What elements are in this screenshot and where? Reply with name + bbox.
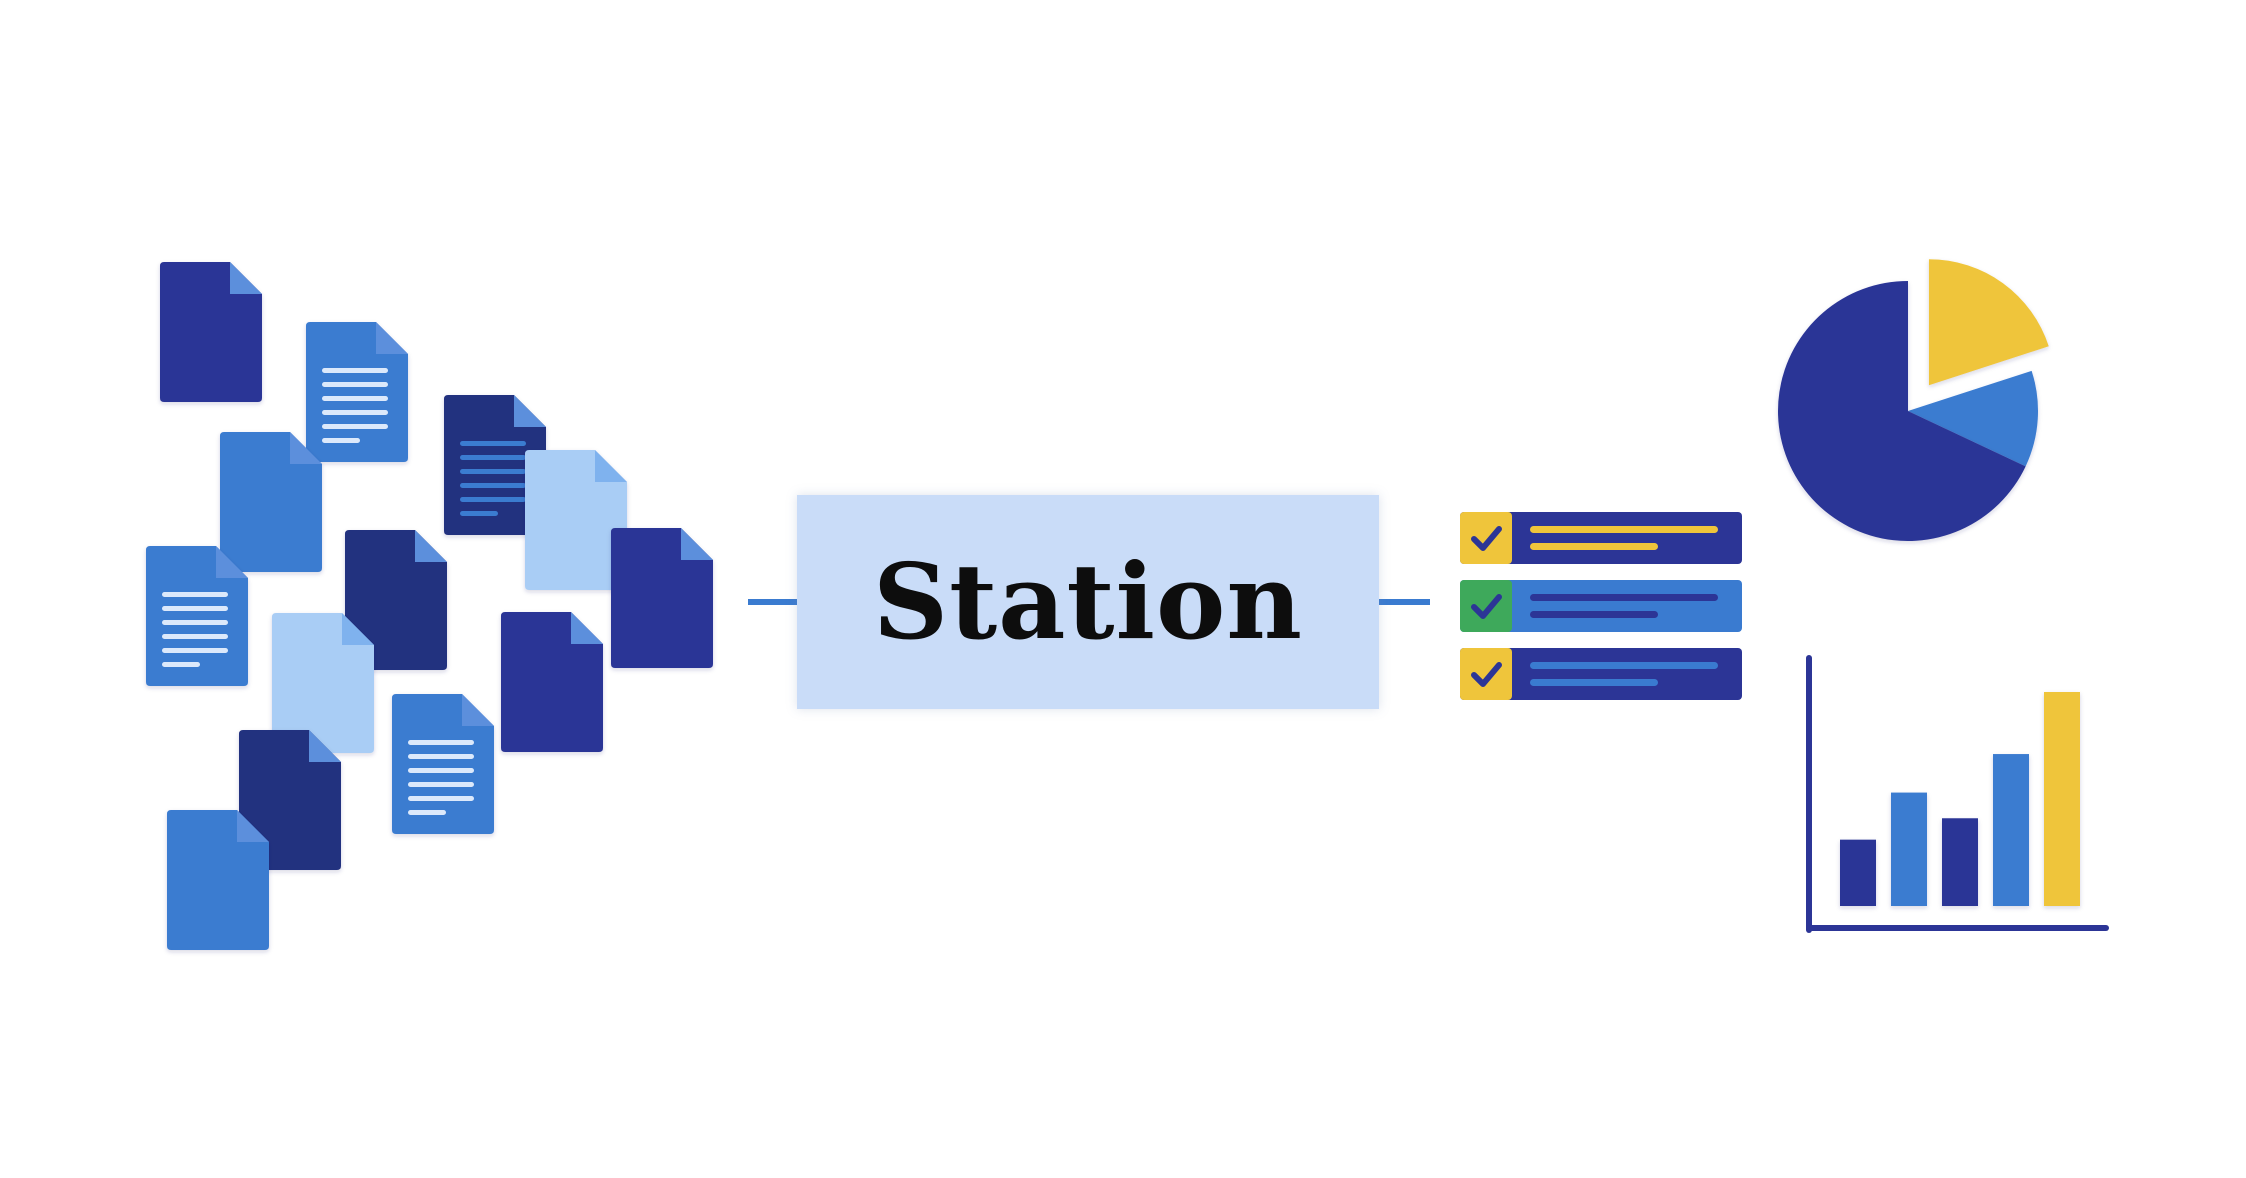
station-box: Station <box>797 495 1379 709</box>
station-label: Station <box>872 540 1304 663</box>
document-text-line <box>460 441 526 446</box>
document-fold <box>342 613 374 645</box>
document-icon <box>167 810 269 950</box>
pie-slice <box>1908 370 2038 467</box>
document-body <box>345 530 447 670</box>
document-icon <box>345 530 447 670</box>
bar <box>2044 692 2080 906</box>
checklist-status-box <box>1460 512 1512 564</box>
document-text-line <box>460 455 526 460</box>
document-text-line <box>162 662 200 667</box>
document-fold <box>462 694 494 726</box>
pie-slice <box>1778 281 2026 542</box>
bar <box>1891 792 1927 906</box>
document-text-line <box>408 810 446 815</box>
document-icon <box>501 612 603 752</box>
document-text-line <box>408 782 474 787</box>
checklist-bar <box>1460 580 1742 632</box>
document-text-line <box>322 424 388 429</box>
checklist-bar <box>1460 648 1742 700</box>
checklist-item <box>1460 648 1742 700</box>
document-text-line <box>162 620 228 625</box>
checklist-line <box>1530 543 1658 550</box>
checklist-line <box>1530 594 1718 601</box>
document-fold <box>514 395 546 427</box>
document-body <box>239 730 341 870</box>
checklist-line <box>1530 611 1658 618</box>
document-fold <box>376 322 408 354</box>
document-fold <box>237 810 269 842</box>
document-icon <box>525 450 627 590</box>
document-icon <box>272 613 374 753</box>
document-icon <box>146 546 248 686</box>
checklist-status-box <box>1460 580 1512 632</box>
document-text-line <box>408 754 474 759</box>
document-text-line <box>460 469 526 474</box>
document-text-line <box>322 368 388 373</box>
document-text-line <box>162 592 228 597</box>
document-body <box>220 432 322 572</box>
document-icon <box>239 730 341 870</box>
document-body <box>272 613 374 753</box>
checklist-output <box>1460 512 1742 700</box>
document-text-line <box>408 796 474 801</box>
document-fold <box>230 262 262 294</box>
document-text-line <box>460 483 526 488</box>
document-fold <box>571 612 603 644</box>
document-text-line <box>460 511 498 516</box>
document-icon <box>392 694 494 834</box>
document-text-line <box>322 396 388 401</box>
pie-slice <box>1928 259 2049 386</box>
checklist-item <box>1460 580 1742 632</box>
document-text-line <box>162 606 228 611</box>
document-fold <box>415 530 447 562</box>
document-fold <box>595 450 627 482</box>
bar-chart <box>1806 655 2109 933</box>
input-documents <box>146 262 713 950</box>
document-body <box>160 262 262 402</box>
check-icon <box>1471 662 1502 687</box>
bar <box>1840 839 1876 906</box>
document-text-line <box>408 768 474 773</box>
document-fold <box>216 546 248 578</box>
document-text-line <box>162 634 228 639</box>
document-body <box>525 450 627 590</box>
document-icon <box>306 322 408 462</box>
document-icon <box>220 432 322 572</box>
document-fold <box>309 730 341 762</box>
document-text-line <box>322 438 360 443</box>
document-text-line <box>408 740 474 745</box>
document-text-line <box>322 382 388 387</box>
document-icon <box>160 262 262 402</box>
bar <box>1942 818 1978 906</box>
document-fold <box>681 528 713 560</box>
checklist-status-box <box>1460 648 1512 700</box>
bar <box>1993 754 2029 906</box>
checklist-line <box>1530 679 1658 686</box>
checklist-line <box>1530 526 1718 533</box>
checklist-bar <box>1460 512 1742 564</box>
document-body <box>611 528 713 668</box>
checklist-line <box>1530 662 1718 669</box>
pie-chart <box>1778 259 2049 542</box>
document-fold <box>290 432 322 464</box>
document-text-line <box>460 497 526 502</box>
document-icon <box>444 395 546 535</box>
document-icon <box>611 528 713 668</box>
document-text-line <box>162 648 228 653</box>
check-icon <box>1471 526 1502 551</box>
checklist-item <box>1460 512 1742 564</box>
document-text-line <box>322 410 388 415</box>
document-body <box>167 810 269 950</box>
check-icon <box>1471 594 1502 619</box>
document-body <box>501 612 603 752</box>
